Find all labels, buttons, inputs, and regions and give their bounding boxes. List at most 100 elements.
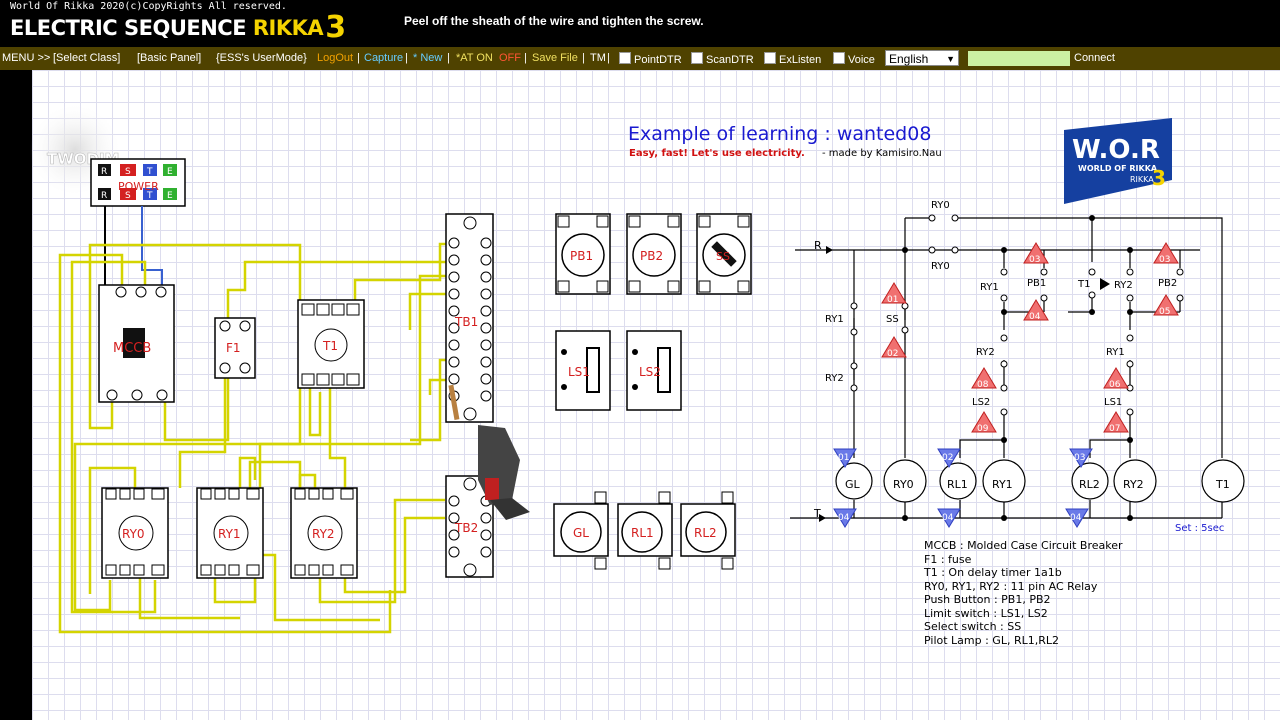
pilot-lamp-rl1[interactable]: RL1 [617, 503, 673, 557]
screwdriver-tool[interactable] [448, 384, 530, 520]
menu-separator: | [447, 52, 450, 64]
tag-03a: 03 [1029, 255, 1040, 265]
connect-address-input[interactable] [968, 51, 1070, 66]
component-legend: MCCB : Molded Case Circuit Breaker F1 : … [923, 539, 1123, 647]
point-dtr-checkbox[interactable]: PointDTR [619, 52, 682, 66]
limit-switch-ls2[interactable]: LS2 [626, 330, 682, 411]
load-rl1: RL1 [947, 478, 968, 491]
checkbox-icon[interactable] [764, 52, 776, 64]
legend-item: RY0, RY1, RY2 : 11 pin AC Relay [924, 580, 1098, 593]
basic-panel-link[interactable]: [Basic Panel] [137, 52, 202, 64]
tb2-label: TB2 [454, 521, 478, 535]
user-mode-link[interactable]: {ESS's UserMode} [216, 52, 307, 64]
tag-06: 06 [1109, 380, 1121, 390]
load-rl2: RL2 [1079, 478, 1100, 491]
checkbox-icon[interactable] [619, 52, 631, 64]
c-ls2: LS2 [972, 397, 990, 408]
relay-pins [105, 488, 354, 576]
legend-item: Limit switch : LS1, LS2 [924, 607, 1048, 620]
limit-switch-ls1[interactable]: LS1 [555, 330, 611, 411]
rl1-label: RL1 [631, 526, 654, 540]
tag-b04c: 04 [1070, 513, 1082, 523]
load-labels: GL RY0 RL1 RY1 RL2 RY2 T1 [845, 478, 1230, 491]
tag-03b: 03 [1159, 255, 1170, 265]
terminal-block-tb1[interactable]: TB1 [445, 213, 494, 423]
relay-ry0-socket[interactable]: RY0 [101, 487, 169, 579]
power-top-r: R [101, 167, 107, 177]
scan-dtr-checkbox[interactable]: ScanDTR [691, 52, 754, 66]
tag-04a: 04 [1029, 312, 1041, 322]
pilot-lamp-rl2[interactable]: RL2 [680, 503, 736, 557]
c-ry0-mid: RY0 [931, 261, 950, 272]
voice-checkbox[interactable]: Voice [833, 52, 875, 66]
select-class-link[interactable]: [Select Class] [53, 52, 121, 64]
legend-item: T1 : On delay timer 1a1b [923, 566, 1062, 579]
tb1-label: TB1 [454, 315, 478, 329]
power-label: POWER [118, 180, 159, 193]
ry0-label: RY0 [122, 527, 145, 541]
tag-01: 01 [887, 295, 898, 305]
auto-toggle-on[interactable]: *AT ON [456, 52, 493, 64]
relay-ry1-socket[interactable]: RY1 [196, 487, 264, 579]
auto-toggle-off[interactable]: OFF [499, 52, 521, 64]
pilot-lamp-gl[interactable]: GL [553, 503, 609, 557]
scan-dtr-label: ScanDTR [706, 54, 754, 66]
legend-item: Select switch : SS [924, 620, 1021, 633]
power-bot-s: S [125, 191, 131, 201]
power-top-s: S [125, 167, 131, 177]
wire-blue[interactable] [141, 206, 163, 290]
diagram-title: Example of learning : wanted08 [628, 123, 931, 145]
tag-07: 07 [1109, 424, 1120, 434]
language-value: English [889, 52, 929, 66]
language-select[interactable]: English▼ [885, 50, 959, 66]
ss-label: SS [716, 250, 730, 263]
diagram-author: - made by Kamisiro.Nau [822, 148, 942, 159]
save-file-link[interactable]: Save File [532, 52, 578, 64]
new-link[interactable]: * New [413, 52, 443, 64]
load-gl: GL [845, 478, 861, 491]
pb2-label: PB2 [640, 249, 663, 263]
instruction-text: Peel off the sheath of the wire and tigh… [404, 14, 704, 28]
tag-markers-blue [833, 448, 1093, 528]
voice-label: Voice [848, 54, 875, 66]
gl-label: GL [573, 526, 589, 540]
menu-separator: | [405, 52, 408, 64]
power-top-e: E [167, 167, 173, 177]
checkbox-icon[interactable] [833, 52, 845, 64]
timer-set-label: Set : 5sec [1175, 523, 1224, 534]
ry1-label: RY1 [218, 527, 241, 541]
c-ry1-a: RY1 [825, 314, 844, 325]
relay-ry2-socket[interactable]: RY2 [290, 487, 358, 579]
tag-b03: 03 [1074, 453, 1085, 463]
connect-button[interactable]: Connect [1074, 52, 1115, 64]
logo-wor: W.O.R [1072, 135, 1160, 165]
load-ry0: RY0 [893, 478, 914, 491]
menu-separator: | [524, 52, 527, 64]
tag-b04b: 04 [942, 513, 954, 523]
fuse-f1[interactable]: F1 [214, 317, 256, 379]
legend-item: F1 : fuse [924, 553, 972, 566]
brand-number: 3 [325, 10, 346, 45]
timer-t1-socket[interactable]: T1 [297, 299, 365, 389]
mccb-breaker[interactable]: MCCB [98, 284, 175, 403]
copyright-text: World Of Rikka 2020(c)CopyRights All res… [10, 1, 287, 12]
schematic-loads [835, 459, 1245, 503]
rail-t-label: T [813, 507, 821, 520]
tag-09: 09 [977, 424, 989, 434]
ls1-label: LS1 [568, 365, 590, 379]
ex-listen-checkbox[interactable]: ExListen [764, 52, 821, 66]
tm-link[interactable]: TM [590, 52, 606, 64]
tag-b02: 02 [942, 453, 953, 463]
logout-link[interactable]: LogOut [317, 52, 354, 64]
c-ry2-c: RY2 [1114, 280, 1133, 291]
terminal-block-tb2[interactable]: TB2 [445, 475, 494, 578]
tag-labels-red: 03 04 03 05 01 02 08 09 06 07 [887, 255, 1170, 434]
brand-main: ELECTRIC SEQUENCE [10, 16, 247, 40]
capture-link[interactable]: Capture [364, 52, 404, 64]
tag-02: 02 [887, 349, 898, 359]
load-ry1: RY1 [992, 478, 1013, 491]
checkbox-icon[interactable] [691, 52, 703, 64]
tag-b01: 01 [838, 453, 849, 463]
brand-rikka: RIKKA [252, 16, 324, 40]
